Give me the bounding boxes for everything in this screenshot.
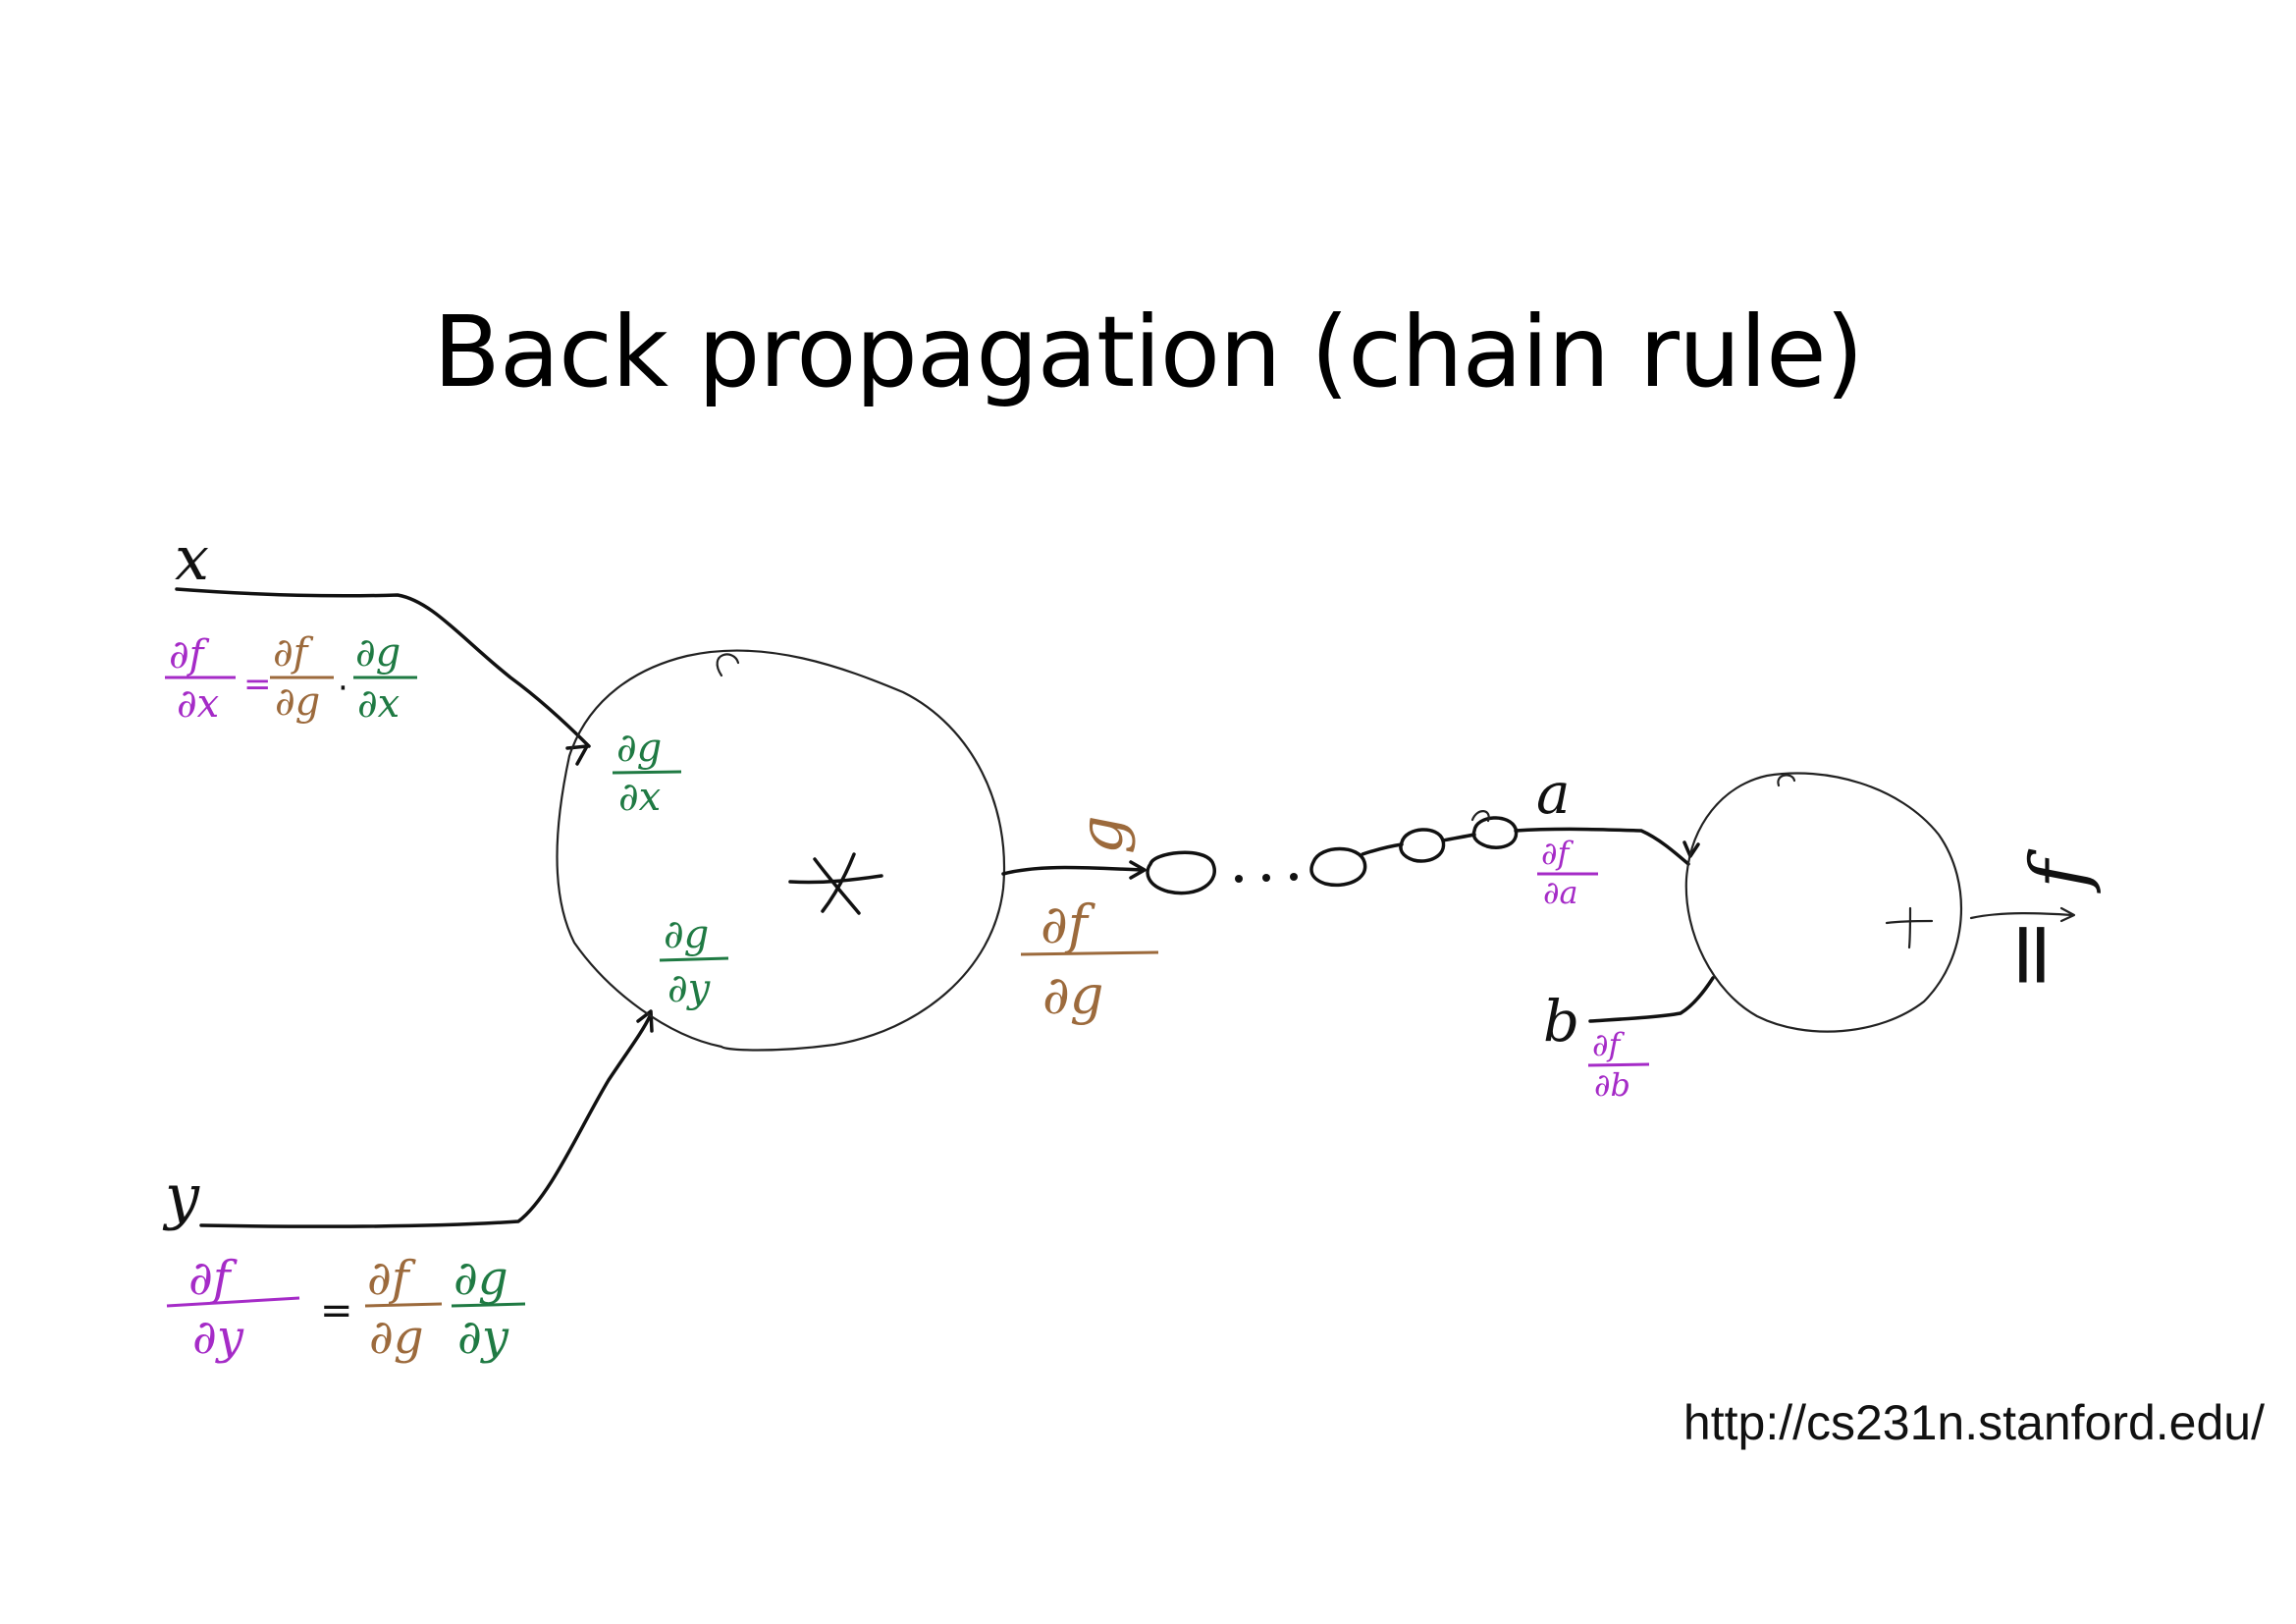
svg-text:=: = — [320, 1288, 353, 1333]
label-b: b — [1543, 988, 1579, 1055]
chain-link-3-4 — [1441, 833, 1476, 842]
chain-node-1 — [1146, 850, 1216, 895]
label-f: f — [2015, 848, 2104, 893]
formula-df-dx: ∂f ∂x = ∂f ∂g · ∂g ∂x — [165, 630, 417, 727]
grad-df-da: ∂f ∂a — [1537, 835, 1598, 911]
chain-node-4 — [1471, 816, 1519, 849]
source-url: http://cs231n.stanford.edu/ — [1682, 1395, 2265, 1450]
gate-hook-1 — [716, 653, 740, 677]
arrow-y — [636, 1009, 654, 1033]
wire-f — [1969, 912, 2075, 920]
formula-df-dy: ∂f ∂y = ∂f ∂g ∂g ∂y — [166, 1251, 526, 1365]
label-a: a — [1536, 760, 1571, 827]
svg-text:∂x: ∂x — [618, 775, 661, 820]
grad-df-dg: ∂f ∂g — [1020, 893, 1159, 1026]
svg-text:∂f: ∂f — [188, 1251, 238, 1306]
arrow-x — [565, 744, 589, 766]
svg-text:∂x: ∂x — [357, 681, 400, 727]
add-gate — [1684, 772, 1962, 1033]
arrow-f — [2059, 906, 2076, 923]
svg-text:∂f: ∂f — [367, 1251, 416, 1306]
grad-df-db: ∂f ∂b — [1587, 1026, 1650, 1104]
svg-text:∂g: ∂g — [355, 630, 400, 676]
label-g: g — [1065, 815, 1137, 854]
svg-text:∂x: ∂x — [177, 681, 219, 727]
wire-x — [175, 587, 591, 748]
local-grad-dg-dx: ∂g ∂x — [612, 726, 682, 820]
svg-text:∂f: ∂f — [1592, 1026, 1626, 1063]
chain-node-2 — [1309, 846, 1367, 888]
svg-text:∂f: ∂f — [273, 630, 314, 676]
svg-text:∂y: ∂y — [667, 966, 712, 1011]
svg-text:∂g: ∂g — [275, 679, 320, 725]
svg-text:∂f: ∂f — [169, 632, 210, 677]
multiply-gate — [556, 649, 1006, 1052]
local-grad-dg-dy: ∂g ∂y — [659, 912, 729, 1011]
wire-g — [1001, 865, 1146, 876]
svg-text:∂g: ∂g — [454, 1251, 508, 1306]
chain-node-3 — [1399, 828, 1446, 863]
svg-text:∂f: ∂f — [1541, 835, 1575, 872]
chain-ellipsis — [1235, 873, 1298, 883]
chain-link-2-3 — [1361, 842, 1404, 856]
multiply-symbol — [788, 852, 883, 915]
add-symbol — [1885, 906, 1934, 949]
svg-text:∂g: ∂g — [616, 726, 662, 771]
svg-text:∂g: ∂g — [664, 912, 709, 957]
output-equals: = — [1978, 918, 2081, 992]
wire-y — [199, 1014, 652, 1228]
wire-b — [1588, 976, 1715, 1023]
label-x: x — [175, 522, 209, 594]
svg-text:∂g: ∂g — [369, 1310, 424, 1365]
svg-text:∂y: ∂y — [192, 1310, 244, 1365]
svg-text:·: · — [338, 669, 348, 708]
svg-text:∂f: ∂f — [1041, 893, 1095, 955]
gate-hook-2 — [1777, 774, 1796, 787]
chain-hook — [1470, 810, 1490, 823]
slide-title: Back propagation (chain rule) — [433, 295, 1863, 409]
svg-text:∂a: ∂a — [1543, 874, 1578, 911]
svg-text:∂g: ∂g — [1042, 964, 1104, 1026]
arrow-g — [1129, 860, 1147, 880]
wire-a — [1514, 827, 1690, 866]
svg-text:∂y: ∂y — [457, 1310, 509, 1365]
label-y: y — [162, 1161, 200, 1232]
svg-text:∂b: ∂b — [1594, 1066, 1630, 1104]
svg-text:=: = — [243, 665, 272, 704]
